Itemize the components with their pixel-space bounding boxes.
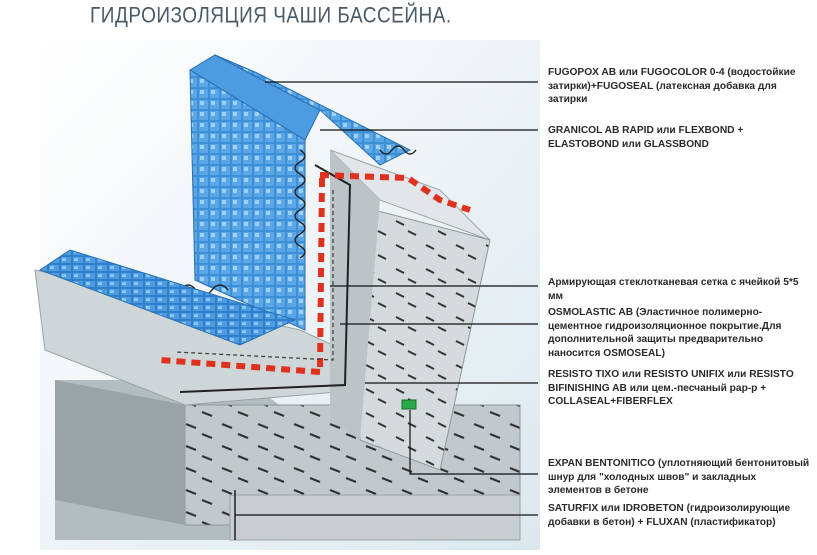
label-glass-mesh: Армирующая стеклотканевая сетка с ячейко… [548,276,810,303]
label-adhesive: GRANICOL AB RAPID или FLEXBOND + ELASTOB… [548,124,810,151]
label-grout: FUGOPOX AB или FUGOCOLOR 0-4 (водостойки… [548,66,810,107]
bentonite-cord [402,400,416,409]
label-saturfix: SATURFIX или IDROBETON (гидроизолирующие… [548,502,810,529]
label-expan-bentonitico: EXPAN BENTONITICO (уплотняющий бентонито… [548,457,810,498]
label-resisto: RESISTO TIXO или RESISTO UNIFIX или RESI… [548,368,810,409]
foundation-footing [230,495,520,540]
foundation-side [55,380,185,525]
label-osmolastic: OSMOLASTIC AB (Эластичное полимерно-цеме… [548,306,810,360]
